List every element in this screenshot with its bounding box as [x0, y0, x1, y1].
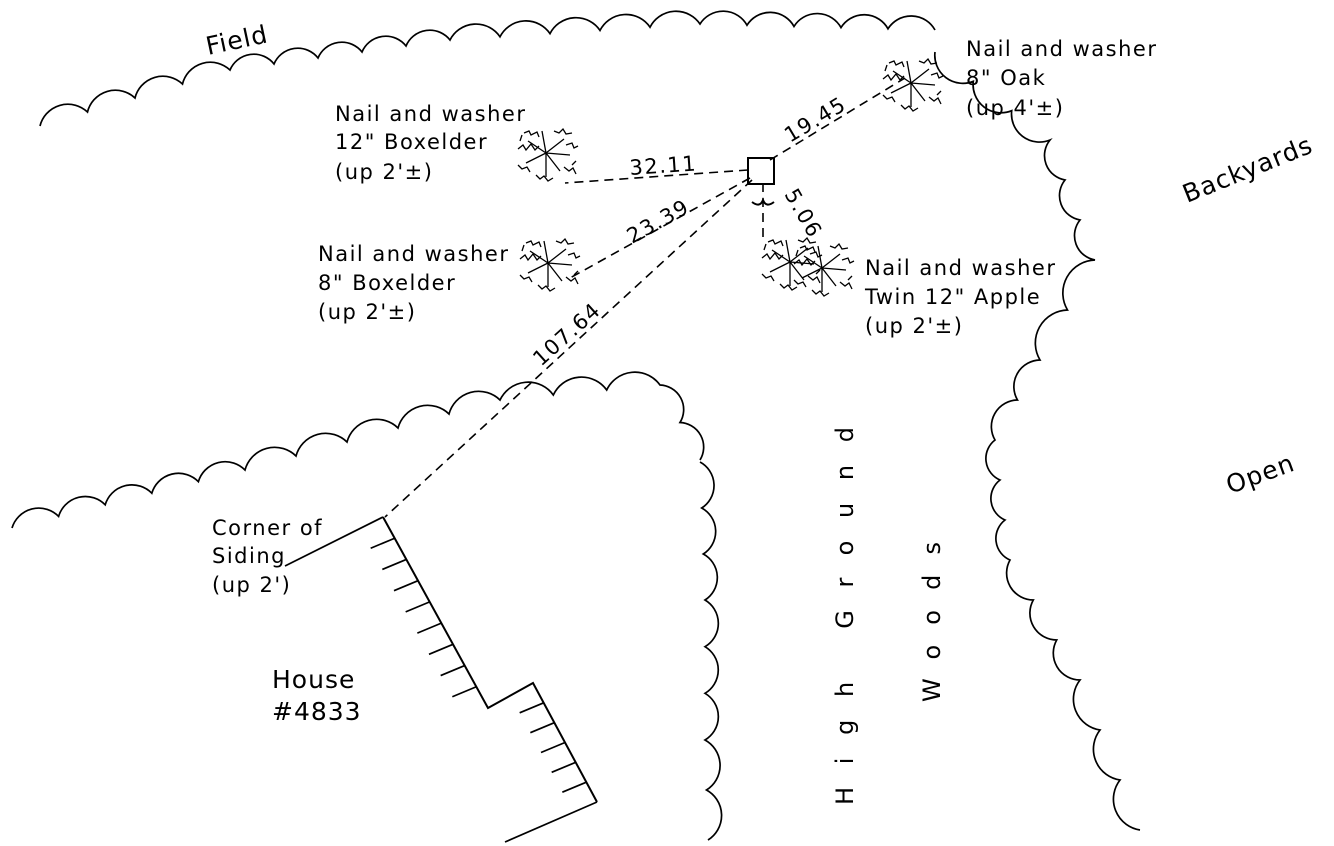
boxelder-8-label-line1: Nail and washer	[318, 242, 509, 266]
house-number: #4833	[272, 697, 362, 726]
reference-label-siding-corner: Corner of Siding (up 2')	[212, 516, 323, 597]
tie-line-to-oak	[769, 77, 906, 161]
treeline-field-edge	[39, 10, 936, 127]
control-point-box	[747, 157, 775, 206]
hatch-tick	[551, 761, 576, 774]
apple-label-line2: Twin 12" Apple	[864, 285, 1041, 309]
hatch-tick	[393, 579, 419, 592]
hatch-tick	[428, 643, 454, 656]
tie-line-to-siding	[384, 179, 753, 518]
tie-line-to-boxelder-8	[569, 177, 751, 279]
treeline-backyards-edge	[933, 51, 1141, 831]
house-label-line1: House	[272, 665, 355, 694]
hatch-tick	[417, 622, 442, 634]
tree-icon-oak	[882, 57, 944, 112]
open-label: Open	[1222, 448, 1298, 499]
hatch-tick	[562, 781, 587, 793]
distance-label-to-boxelder-8: 23.39	[623, 195, 694, 249]
distance-label-to-oak: 19.45	[780, 92, 850, 147]
backyards-label: Backyards	[1178, 130, 1316, 208]
hatch-tick	[370, 537, 395, 550]
woods-label: Woods	[918, 542, 946, 702]
hatch-tick	[519, 702, 544, 714]
oak-label-line3: (up 4'±)	[966, 96, 1064, 120]
tie-line-to-boxelder-12	[564, 169, 749, 184]
tree-icon-apple-left	[761, 236, 823, 291]
hatch-tick	[530, 721, 555, 734]
siding-label-line2: Siding	[212, 544, 286, 568]
hatch-tick	[452, 685, 477, 698]
house-outline	[284, 516, 598, 843]
reference-label-boxelder-8: Nail and washer 8" Boxelder (up 2'±)	[318, 242, 509, 324]
oak-label-line1: Nail and washer	[966, 37, 1157, 61]
apple-label-line1: Nail and washer	[865, 256, 1056, 280]
siding-label-line3: (up 2')	[212, 573, 291, 597]
hatch-tick	[405, 601, 430, 613]
reference-label-boxelder-12: Nail and washer 12" Boxelder (up 2'±)	[335, 102, 526, 184]
boxelder-12-label-line1: Nail and washer	[335, 102, 526, 126]
hatch-tick	[382, 558, 407, 571]
boxelder-12-label-line3: (up 2'±)	[335, 160, 433, 184]
distance-label-to-boxelder-12: 32.11	[629, 151, 698, 180]
reference-label-apple-twin-12: Nail and washer Twin 12" Apple (up 2'±)	[864, 256, 1056, 338]
siding-label-line1: Corner of	[212, 516, 323, 540]
tree-icon-boxelder-8	[519, 237, 581, 292]
apple-label-line3: (up 2'±)	[865, 314, 963, 338]
treeline-high-ground-edge	[699, 461, 723, 841]
boxelder-8-label-line3: (up 2'±)	[318, 300, 416, 324]
boxelder-12-label-line2: 12" Boxelder	[335, 130, 488, 154]
reference-label-oak-8: Nail and washer 8" Oak (up 4'±)	[966, 37, 1157, 120]
hatch-tick	[440, 664, 465, 677]
treeline-lower-left	[11, 371, 705, 529]
high-ground-label: High Ground	[831, 427, 859, 805]
distance-label-to-apple: 5.06	[780, 185, 827, 243]
boxelder-8-label-line2: 8" Boxelder	[318, 271, 456, 295]
tree-icon-apple-right	[793, 242, 855, 297]
tree-icon-boxelder-12	[517, 127, 579, 182]
hatch-tick	[540, 741, 566, 754]
measurement-ties	[384, 77, 906, 518]
distance-label-to-siding: 107.64	[528, 298, 605, 371]
oak-label-line2: 8" Oak	[966, 66, 1046, 90]
